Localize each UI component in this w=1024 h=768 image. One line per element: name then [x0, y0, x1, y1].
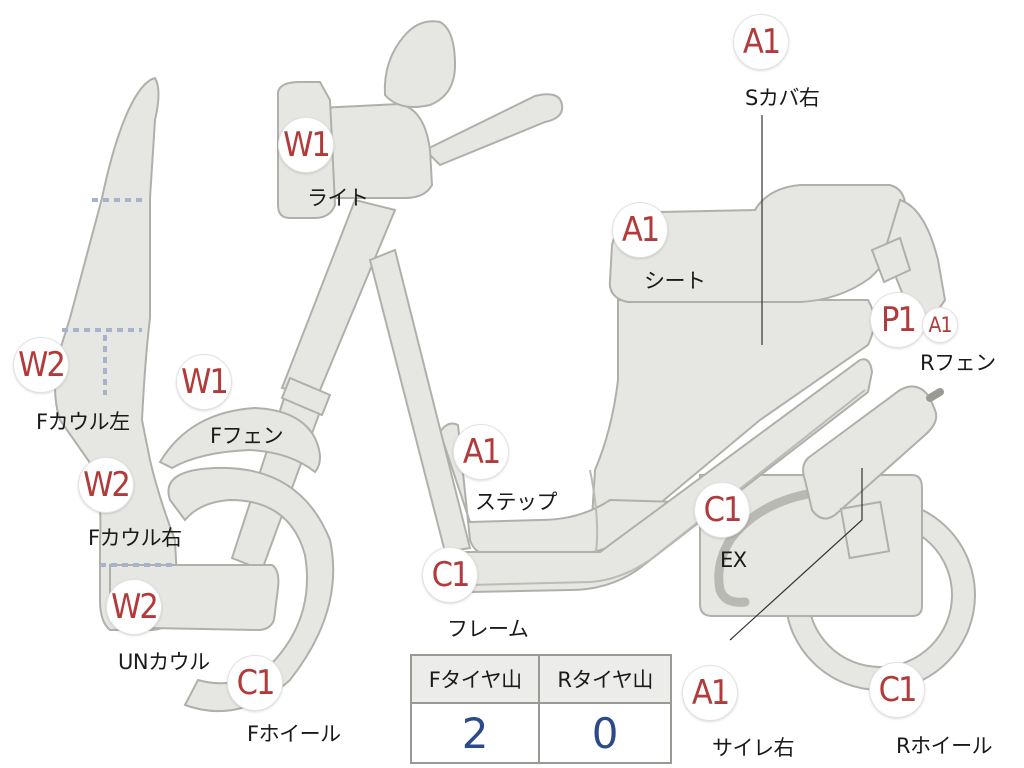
exhaust-pipe-shape: [714, 487, 825, 607]
code-badge-light: W1: [279, 118, 333, 172]
muffler-shape: [802, 385, 938, 520]
code-badge-un-cowl: W2: [107, 580, 161, 634]
tire-tread-table: Fタイヤ山 Rタイヤ山 2 0: [409, 654, 672, 764]
code-badge-side-cover-right: A1: [683, 666, 737, 720]
label-f-fender: Fフェン: [210, 424, 284, 448]
code-badge-f-fender: W1: [177, 355, 231, 409]
code-badge-r-fender-primary: P1: [871, 293, 925, 347]
front-tire-header: Fタイヤ山: [409, 654, 541, 704]
label-side-cover-right: サイレ右: [712, 736, 795, 760]
rear-tire-header: Rタイヤ山: [538, 654, 672, 704]
steering-column-shape: [280, 198, 397, 397]
head-shape: [317, 102, 434, 199]
code-badge-s-cover-right: A1: [734, 15, 788, 69]
code-badge-exhaust: C1: [695, 483, 749, 537]
code-badge-f-cowl-right: W2: [79, 458, 133, 512]
leader-side-cover: [729, 468, 863, 641]
code-badge-r-fender-secondary: A1: [923, 308, 957, 342]
label-exhaust: EX: [720, 548, 747, 572]
rear-tire-value: 0: [538, 702, 672, 764]
tire-table-header-row: Fタイヤ山 Rタイヤ山: [409, 654, 672, 704]
label-step: ステップ: [475, 490, 558, 514]
label-f-cowl-left: Fカウル左: [36, 410, 130, 434]
code-badge-frame: C1: [423, 548, 477, 602]
code-badge-f-cowl-left: W2: [14, 338, 68, 392]
label-s-cover-right: Sカバ右: [745, 86, 820, 110]
label-r-fender: Rフェン: [920, 351, 996, 375]
handlebar-shape: [423, 93, 564, 167]
label-f-cowl-right: Fカウル右: [88, 526, 182, 550]
label-frame: フレーム: [447, 617, 529, 641]
label-light: ライト: [307, 186, 369, 210]
code-badge-step: A1: [454, 425, 508, 479]
label-seat: シート: [644, 269, 706, 293]
label-r-wheel: Rホイール: [896, 734, 993, 758]
label-un-cowl: UNカウル: [118, 650, 210, 674]
code-badge-f-wheel: C1: [228, 656, 282, 710]
front-fender-shape: [158, 406, 321, 474]
label-f-wheel: Fホイール: [247, 722, 341, 746]
down-tube-shape: [368, 248, 472, 554]
code-badge-seat: A1: [613, 203, 667, 257]
mirror-shape: [383, 20, 457, 108]
front-tire-value: 2: [409, 702, 541, 764]
code-badge-r-wheel: C1: [870, 663, 924, 717]
tire-table-value-row: 2 0: [409, 702, 672, 764]
front-wheel-shape: [167, 466, 335, 713]
